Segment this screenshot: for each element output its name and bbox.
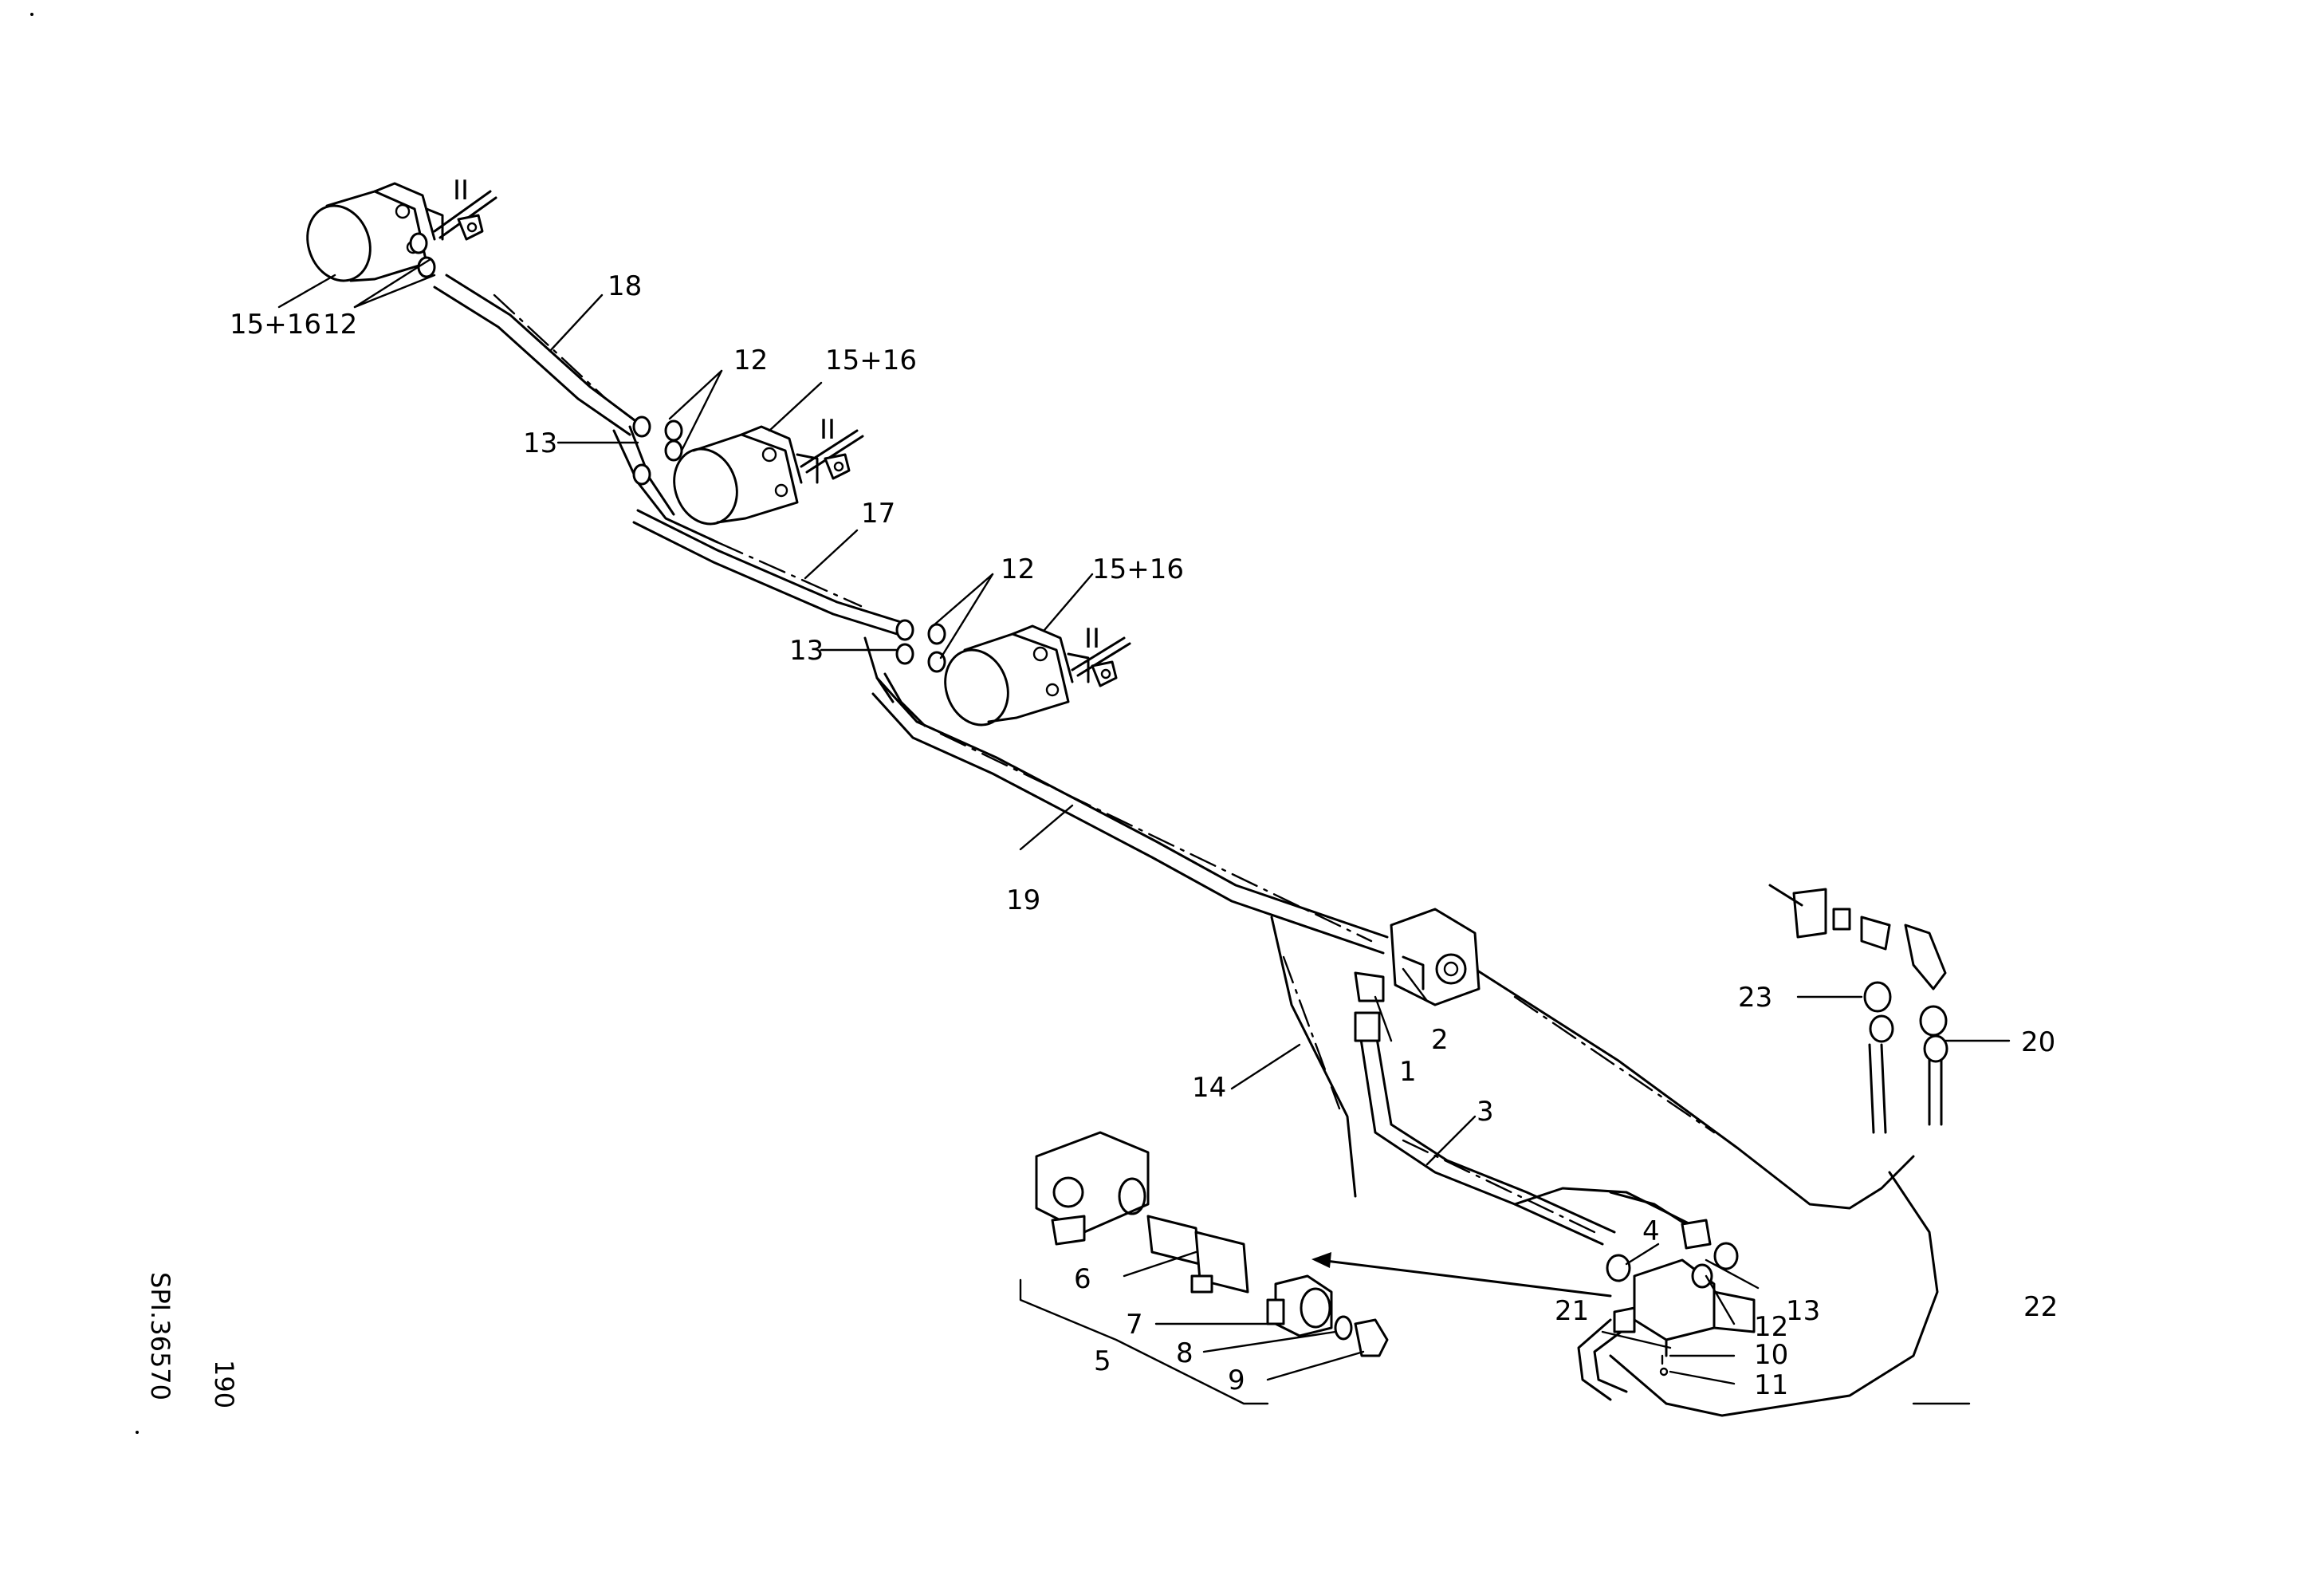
label-12-d: 12 bbox=[1754, 1311, 1788, 1343]
label-4: 4 bbox=[1642, 1215, 1660, 1247]
pin-assembly-1 bbox=[433, 190, 497, 241]
label-7: 7 bbox=[1126, 1309, 1143, 1341]
label-12-c: 12 bbox=[1001, 553, 1035, 585]
label-23: 23 bbox=[1738, 982, 1772, 1014]
hose-14 bbox=[1270, 916, 1357, 1198]
valve-block-5 bbox=[1035, 1131, 1150, 1246]
label-22: 22 bbox=[2023, 1291, 2058, 1323]
label-15-16-c: 15+16 bbox=[1092, 553, 1184, 585]
motor-top-left bbox=[306, 182, 444, 282]
label-12-a: 12 bbox=[323, 309, 357, 341]
direction-arrowhead bbox=[1311, 1252, 1331, 1268]
label-15-16-a: 15+16 bbox=[230, 309, 321, 341]
label-2: 2 bbox=[1431, 1024, 1449, 1056]
label-5: 5 bbox=[1094, 1345, 1111, 1377]
label-3: 3 bbox=[1477, 1096, 1494, 1128]
label-21: 21 bbox=[1555, 1295, 1589, 1327]
label-6: 6 bbox=[1074, 1263, 1091, 1295]
valve-21 bbox=[1613, 1258, 1756, 1376]
fitting-1 bbox=[1354, 1011, 1381, 1042]
label-13-a: 13 bbox=[523, 427, 557, 459]
corner-mark-bottom bbox=[136, 1431, 139, 1434]
label-10: 10 bbox=[1754, 1339, 1788, 1371]
drawing-id: SPI.36570 bbox=[145, 1272, 175, 1400]
label-1: 1 bbox=[1399, 1056, 1417, 1088]
roman-marker-3: II bbox=[1084, 623, 1100, 655]
oring-8 bbox=[1334, 1315, 1353, 1341]
roman-markers: II II II bbox=[453, 175, 1100, 655]
motor-middle bbox=[673, 425, 819, 526]
motor-lower bbox=[944, 624, 1090, 727]
couplings bbox=[409, 232, 946, 673]
hose-17 bbox=[632, 509, 902, 636]
label-11: 11 bbox=[1754, 1369, 1788, 1401]
roman-marker-1: II bbox=[453, 175, 469, 207]
label-18: 18 bbox=[608, 270, 642, 302]
hose-17-down-to-19 bbox=[863, 636, 926, 727]
label-19: 19 bbox=[1006, 884, 1040, 916]
label-9: 9 bbox=[1228, 1365, 1245, 1396]
hose-19 bbox=[871, 676, 1389, 955]
coil-7 bbox=[1266, 1274, 1333, 1337]
label-17: 17 bbox=[861, 498, 895, 530]
label-14: 14 bbox=[1192, 1072, 1226, 1104]
label-8: 8 bbox=[1176, 1337, 1193, 1369]
label-13-c: 13 bbox=[1786, 1295, 1820, 1327]
pin-assembly-3 bbox=[1071, 636, 1131, 687]
label-13-b: 13 bbox=[789, 635, 824, 667]
label-12-b: 12 bbox=[733, 345, 768, 376]
fittings-4-12-13 bbox=[1606, 1219, 1739, 1289]
page-number: 190 bbox=[209, 1360, 239, 1408]
corner-mark-top bbox=[30, 13, 33, 16]
direction-arrow bbox=[1318, 1258, 1612, 1298]
cartridge-6 bbox=[1146, 1215, 1249, 1294]
label-15-16-b: 15+16 bbox=[825, 345, 917, 376]
label-20: 20 bbox=[2021, 1026, 2055, 1058]
hose-20-23 bbox=[1868, 1043, 1943, 1134]
pump bbox=[1354, 908, 1481, 1006]
nut-9 bbox=[1354, 1318, 1389, 1357]
leader-lines bbox=[277, 258, 2011, 1405]
callouts: 15+16 12 18 12 15+16 13 17 12 15+16 13 1… bbox=[230, 270, 2058, 1401]
mount-bracket bbox=[1768, 884, 1948, 1063]
hose-21 bbox=[1577, 1318, 1628, 1401]
hose-22 bbox=[1609, 1171, 1939, 1417]
hose-pump-to-22 bbox=[1473, 967, 1915, 1210]
pin-assembly-2 bbox=[800, 429, 864, 480]
roman-marker-2: II bbox=[820, 414, 836, 446]
